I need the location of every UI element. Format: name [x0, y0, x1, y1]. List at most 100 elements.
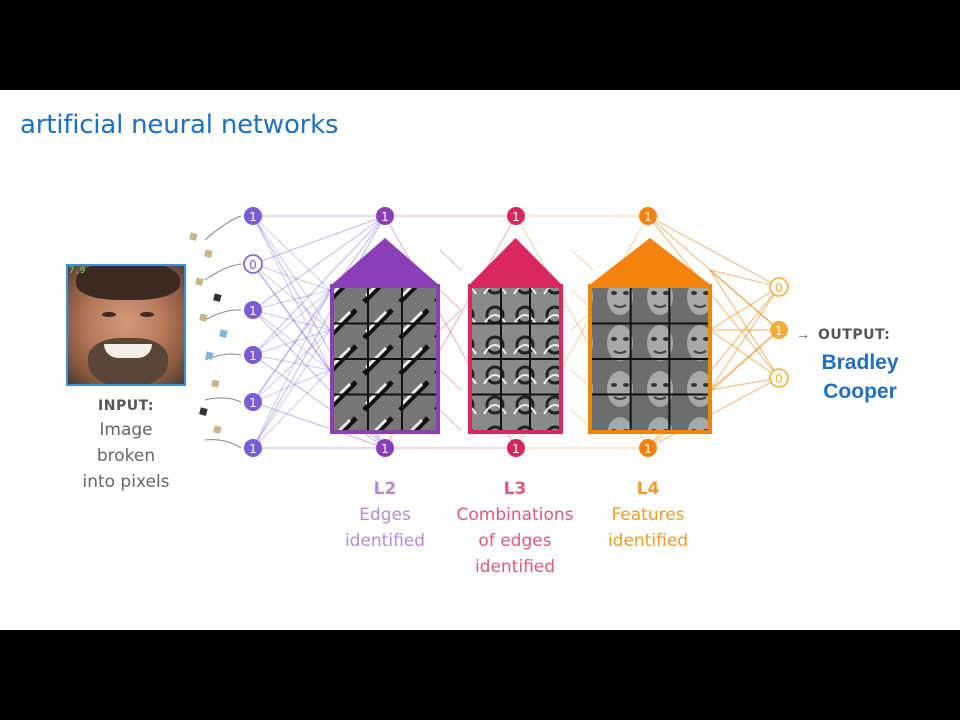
node-value: 1: [249, 442, 257, 456]
panel-roof: [588, 238, 712, 286]
connection-line: [709, 269, 780, 331]
connection-line: [252, 289, 331, 311]
node-circle: [376, 207, 394, 225]
slide-title: artificial neural networks: [20, 110, 339, 140]
connection-line: [709, 269, 780, 288]
pixel-arrow: [204, 215, 242, 241]
node-value: 0: [775, 372, 783, 386]
connection-line: [252, 309, 331, 331]
input-caption: INPUT: Image broken into pixels: [56, 398, 196, 495]
pixel-square: [219, 329, 228, 338]
node-circle: [507, 207, 525, 225]
layer-l4-id: L4: [636, 479, 660, 499]
connection-line: [252, 215, 331, 291]
connection-lines: [204, 215, 780, 449]
layer-l3-line: Combinations: [456, 505, 574, 525]
node-circle: [770, 321, 788, 339]
input-node: 1: [244, 301, 262, 319]
pixel-square: [189, 232, 198, 241]
connection-line: [252, 215, 386, 449]
connection-line: [647, 215, 780, 288]
output-arrow: →: [796, 326, 810, 342]
pixel-square: [213, 293, 222, 302]
node-value: 0: [249, 258, 257, 272]
input-description: Image broken into pixels: [56, 417, 196, 495]
node-circle: [244, 346, 262, 364]
node-value: 1: [644, 442, 652, 456]
output-name-line: Cooper: [823, 380, 897, 403]
node-circle: [507, 439, 525, 457]
connection-line: [252, 329, 331, 356]
output-node: 1: [770, 321, 788, 339]
connection-line: [252, 215, 331, 371]
connection-line: [709, 329, 780, 379]
input-node: 1: [244, 207, 262, 225]
output-node: 0: [769, 277, 789, 297]
panel-roof: [330, 238, 440, 286]
node-value: 1: [644, 210, 652, 224]
connection-line: [252, 289, 331, 449]
input-node: 0: [243, 254, 263, 274]
pixel-square: [205, 351, 214, 360]
connection-line: [709, 269, 780, 379]
layer-l3-id: L3: [503, 479, 527, 499]
pixel-square: [204, 249, 213, 258]
pixel-square: [199, 313, 208, 322]
layer-l2-line: identified: [344, 531, 426, 551]
pixel-squares: [189, 232, 228, 434]
layer-l2-caption: L2 Edges identified: [325, 476, 445, 554]
input-heading: INPUT:: [98, 398, 154, 414]
node-value: 1: [512, 442, 520, 456]
connection-line: [252, 354, 331, 371]
input-node: 1: [244, 346, 262, 364]
layer-l3-line: of edges: [478, 531, 552, 551]
layer-l3-line: identified: [474, 557, 556, 577]
connection-line: [252, 215, 386, 265]
connection-line: [252, 215, 386, 311]
layer-l3-panel: [468, 238, 563, 434]
input-face-photo: 7.9: [66, 264, 186, 386]
layer-l2-line: Edges: [359, 505, 411, 525]
input-line: Image: [99, 420, 153, 440]
node-circle: [376, 439, 394, 457]
layer-node-bottom: 1: [376, 439, 394, 457]
feature-panels: [330, 238, 712, 434]
connection-line: [709, 329, 780, 391]
input-line: broken: [96, 446, 156, 466]
connection-line: [252, 289, 331, 403]
layer-l4-panel: [588, 238, 712, 434]
node-value: 0: [775, 281, 783, 295]
pixel-square: [213, 425, 222, 434]
connection-line: [252, 263, 331, 291]
connection-line: [252, 369, 331, 449]
layer-l2-id: L2: [373, 479, 397, 499]
node-value: 1: [249, 210, 257, 224]
pixel-arrow: [204, 439, 242, 449]
connection-line: [439, 249, 462, 271]
node-value: 1: [249, 349, 257, 363]
connection-line: [252, 369, 331, 403]
output-name: Bradley Cooper: [810, 348, 910, 406]
layer-node-top: 1: [507, 207, 525, 225]
pixel-square: [199, 407, 208, 416]
connection-line: [252, 329, 331, 449]
connection-line: [252, 263, 331, 371]
pixel-arrow: [204, 263, 242, 281]
slide: artificial neural networks: [0, 90, 960, 630]
connection-line: [439, 289, 462, 311]
connection-line: [709, 286, 780, 331]
connection-line: [570, 249, 594, 271]
layer-node-top: 1: [376, 207, 394, 225]
output-node: 0: [769, 368, 789, 388]
node-value: 1: [381, 442, 389, 456]
layer-l3-caption: L3 Combinations of edges identified: [440, 476, 590, 580]
node-circle: [244, 301, 262, 319]
connection-line: [439, 409, 462, 431]
pixel-arrow: [204, 309, 242, 321]
connection-line: [647, 377, 780, 449]
node-value: 1: [512, 210, 520, 224]
layer-l4-line: identified: [607, 531, 689, 551]
node-circle: [243, 254, 263, 274]
